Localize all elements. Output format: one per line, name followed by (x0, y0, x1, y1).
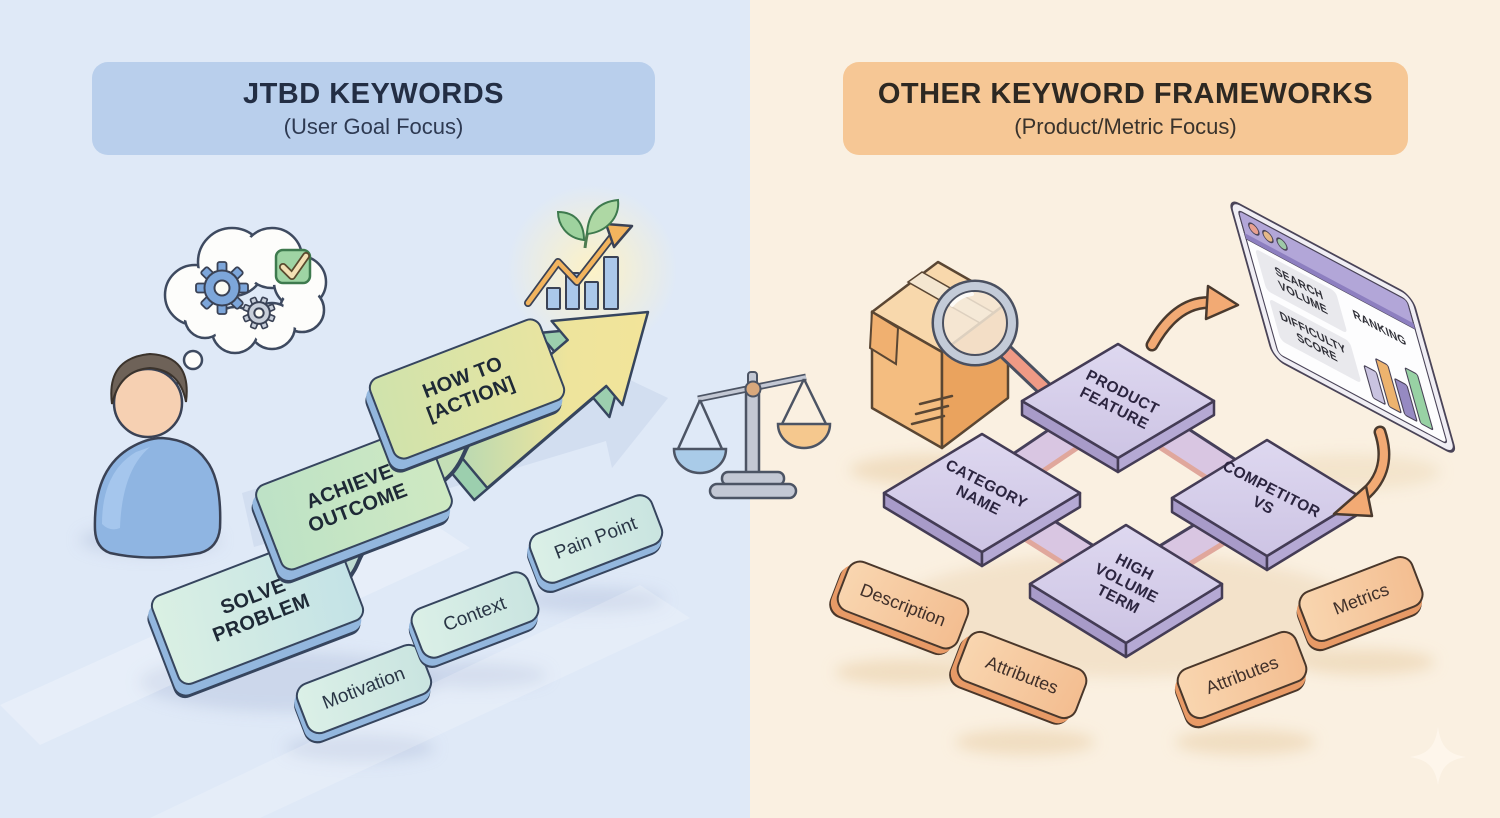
sparkle-icon (1410, 727, 1466, 785)
right-header: OTHER KEYWORD FRAMEWORKS (Product/Metric… (843, 62, 1408, 155)
metrics-browser-window (1230, 201, 1456, 453)
thought-bubble (163, 226, 328, 385)
journey-step-label: ACHIEVE OUTCOME (303, 460, 411, 538)
checkbox-icon (274, 248, 312, 285)
right-header-title: OTHER KEYWORD FRAMEWORKS (877, 77, 1374, 110)
magnifying-glass-icon (931, 279, 1057, 401)
curved-arrow-to-window (1145, 284, 1240, 352)
balance-scale-icon (672, 371, 832, 500)
gear-icon (195, 261, 249, 315)
curved-arrow-to-node (1332, 425, 1391, 518)
journey-step-label: HOW TO [ACTION] (419, 352, 519, 427)
right-header-subtitle: (Product/Metric Focus) (1014, 113, 1237, 139)
growth-chart-icon (524, 198, 634, 310)
left-header-title: JTBD KEYWORDS (242, 77, 505, 110)
thinking-user (93, 352, 222, 559)
ranking-bars (1363, 358, 1434, 431)
small-gear-icon (242, 296, 276, 330)
left-header: JTBD KEYWORDS (User Goal Focus) (92, 62, 655, 155)
journey-step-label: SOLVE PROBLEM (209, 574, 314, 647)
left-header-subtitle: (User Goal Focus) (283, 113, 464, 139)
framework-nodes (882, 342, 1364, 659)
